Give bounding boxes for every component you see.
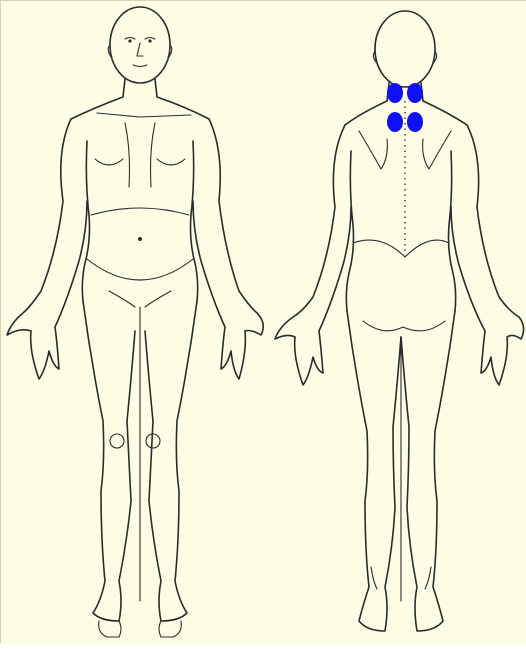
marker-lower-left xyxy=(387,112,403,132)
marker-upper-right xyxy=(407,83,423,103)
front-navel xyxy=(138,237,142,241)
front-left-pupil xyxy=(128,39,131,42)
marker-lower-right xyxy=(407,112,423,132)
marker-upper-left xyxy=(387,83,403,103)
front-right-pupil xyxy=(148,39,151,42)
